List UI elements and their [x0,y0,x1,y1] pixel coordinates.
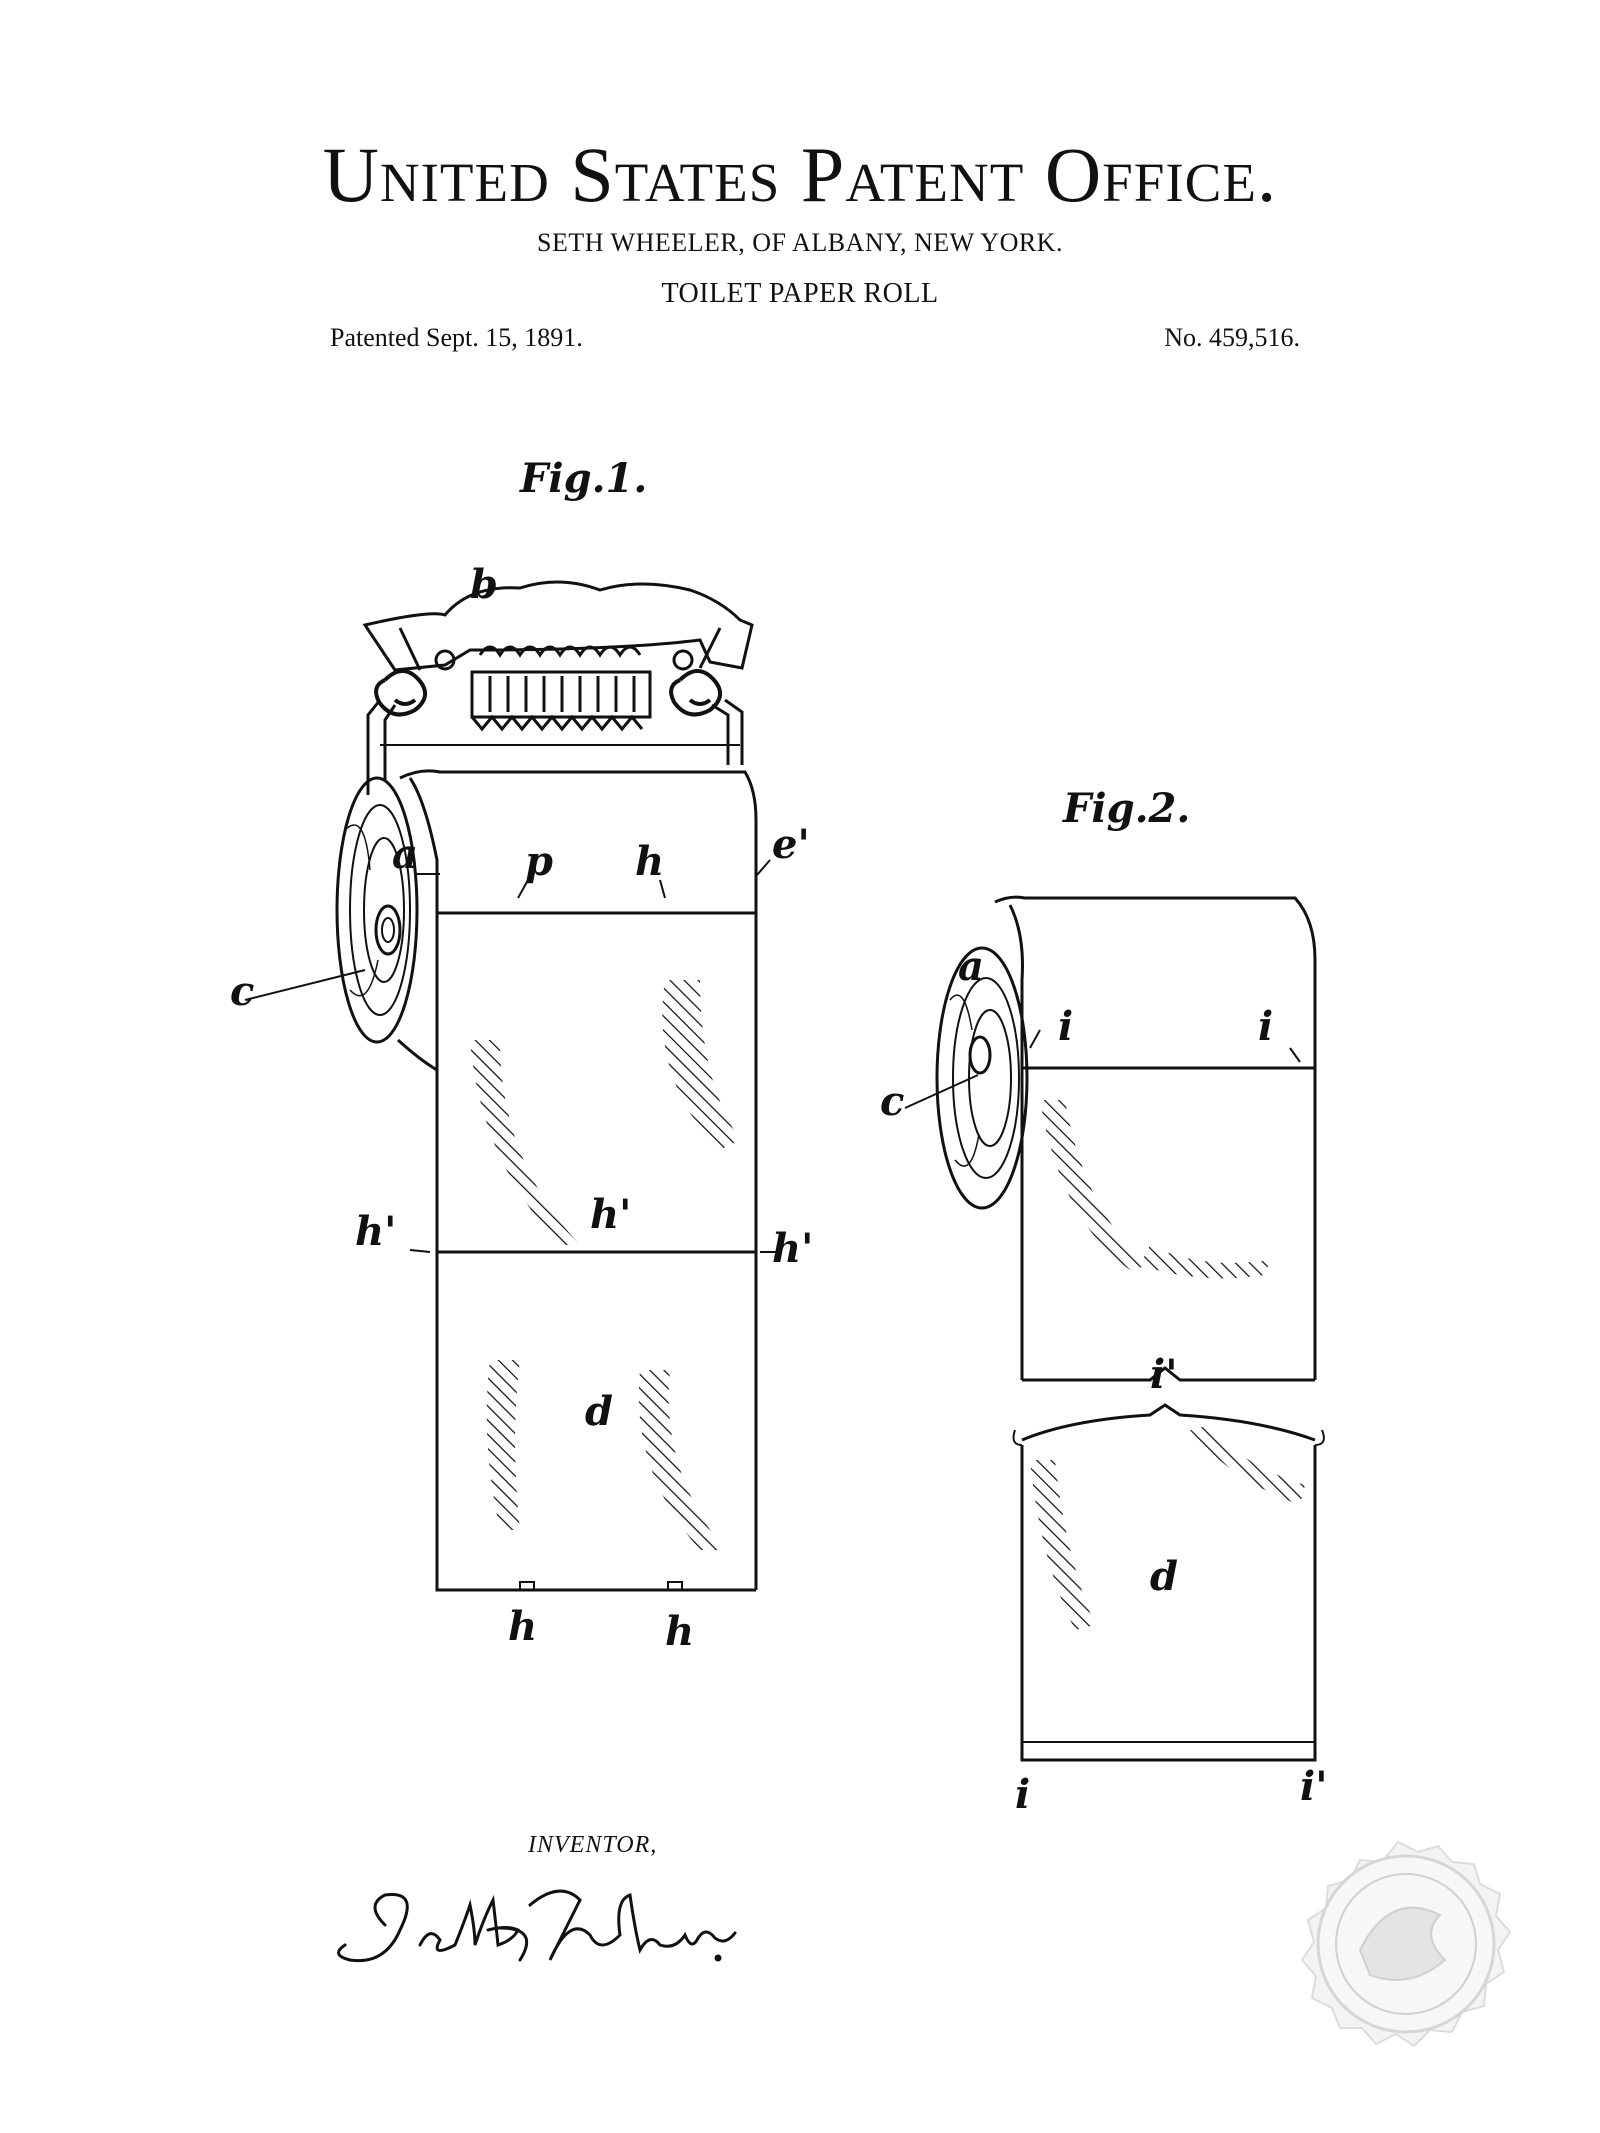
label-c-fig2: c [880,1078,904,1125]
label-i-right: i [1258,1003,1273,1050]
label-i-bottom-left: i [1015,1771,1030,1818]
label-h-prime-right: h' [772,1225,813,1272]
label-d-fig2: d [1150,1553,1178,1600]
inventor-label: INVENTOR, [528,1832,657,1859]
patent-office-seal [1302,1842,1510,2046]
label-c: c [230,968,254,1015]
inventor-signature [339,1891,735,1961]
label-h-bottom-right: h [665,1608,694,1655]
label-i-left: i [1058,1003,1073,1050]
label-h-prime-mid: h' [590,1191,631,1238]
label-d: d [585,1388,613,1435]
label-h-bottom-left: h [508,1603,537,1650]
label-a: a [392,831,418,878]
label-b: b [470,561,498,608]
label-i-prime: i' [1150,1351,1177,1398]
label-i-bottom-right: i' [1300,1763,1327,1810]
label-h-prime-left: h' [355,1208,396,1255]
figure-1-drawing [245,582,778,1590]
figure-1-labels: b a p h e' c h' h' h' d h h [230,561,813,1655]
label-e-prime: e' [772,821,810,868]
label-p: p [525,838,553,885]
label-a-fig2: a [958,943,984,990]
label-h: h [635,838,664,885]
